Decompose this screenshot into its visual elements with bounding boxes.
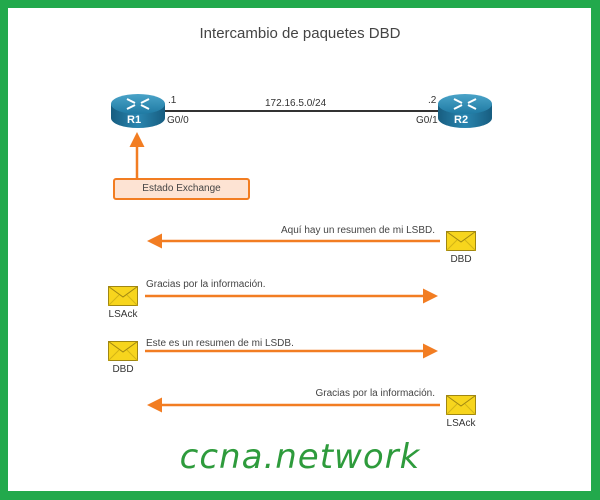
packet-label-2: LSAck <box>108 309 138 320</box>
packet-label-1: DBD <box>450 254 472 265</box>
r2-interface: G0/1 <box>416 115 438 126</box>
envelope-icon <box>108 286 138 306</box>
message-text-3: Este es un resumen de mi LSDB. <box>146 338 294 349</box>
envelope-icon <box>446 395 476 415</box>
r2-ip-suffix: .2 <box>428 95 437 106</box>
message-text-4: Gracias por la información. <box>315 388 436 399</box>
r1-interface: G0/0 <box>167 115 189 126</box>
message-text-2: Gracias por la información. <box>146 279 266 290</box>
watermark: ccna.network <box>179 437 421 477</box>
message-text-1: Aquí hay un resumen de mi LSBD. <box>281 225 435 236</box>
router-r2-label: R2 <box>454 114 469 126</box>
packet-label-3: DBD <box>112 364 134 375</box>
diagram-title: Intercambio de paquetes DBD <box>199 25 401 42</box>
router-r1-label: R1 <box>127 114 142 126</box>
state-label: Estado Exchange <box>113 178 250 200</box>
packet-label-4: LSAck <box>446 418 476 429</box>
network-address: 172.16.5.0/24 <box>265 98 327 109</box>
envelope-icon <box>108 341 138 361</box>
envelope-icon <box>446 231 476 251</box>
r1-ip-suffix: .1 <box>168 95 177 106</box>
